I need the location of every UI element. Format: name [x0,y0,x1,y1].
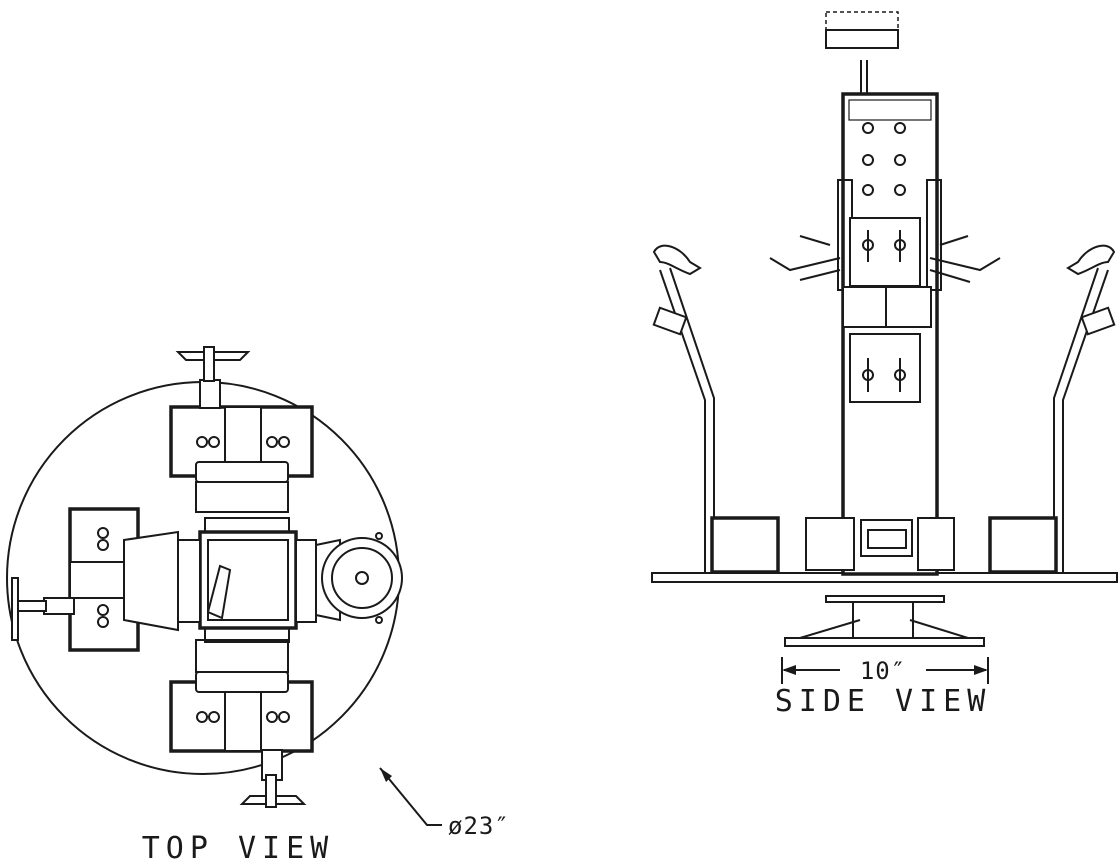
top-view [6,346,442,826]
top-view-label: TOP VIEW [142,831,335,866]
column-holes [862,122,906,392]
width-dimension-label: 10″ [860,657,906,685]
south-clamp-arm [169,639,314,808]
side-view-label: SIDE VIEW [775,684,992,719]
center-hub [177,517,317,643]
left-clamp-arm [652,244,780,574]
east-motor [315,532,403,624]
west-clamp-arm [11,507,179,652]
north-clamp-arm [169,346,314,513]
diameter-label: ø23″ [448,812,510,840]
side-view [651,11,1118,684]
width-dimension [781,657,989,684]
right-clamp-arm [988,244,1116,574]
center-column [805,11,955,576]
